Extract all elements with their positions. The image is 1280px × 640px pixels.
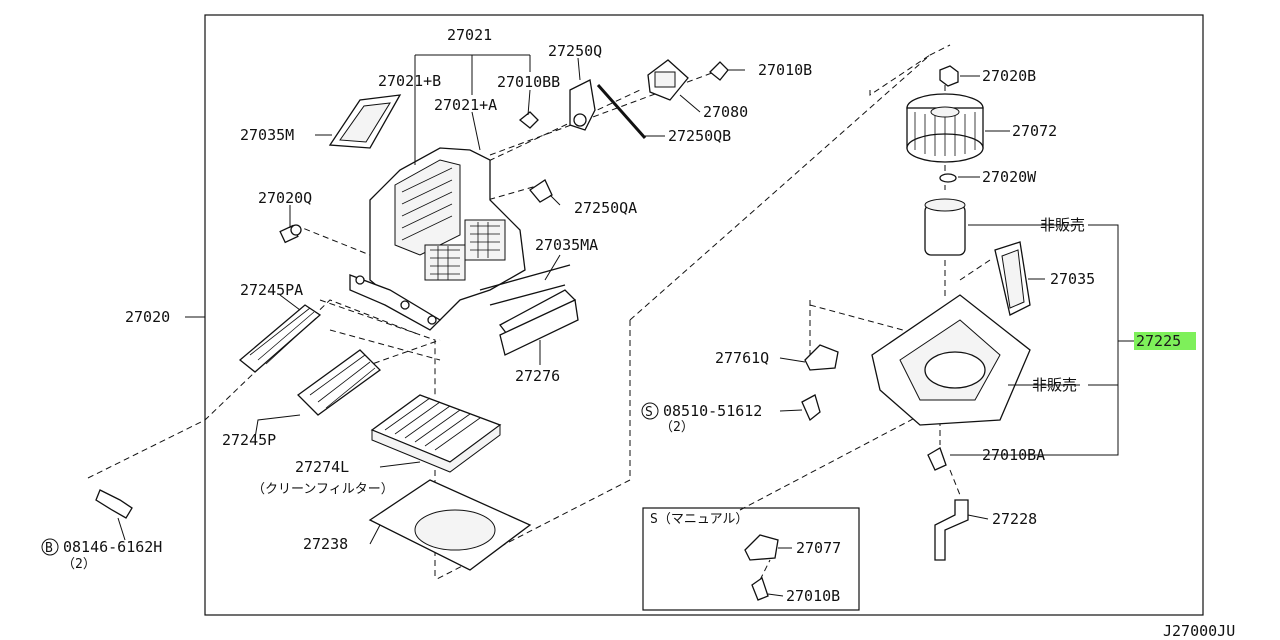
label-08146-qty: （2） xyxy=(62,557,96,572)
label-27035m[interactable]: 27035M xyxy=(240,126,294,144)
screw-27020q-illustration xyxy=(279,224,302,244)
label-27274l[interactable]: 27274L xyxy=(295,458,349,476)
label-27761q[interactable]: 27761Q xyxy=(715,349,769,367)
label-08510-prefix: S xyxy=(645,405,653,420)
label-27020[interactable]: 27020 xyxy=(125,308,170,326)
label-manual-box-title: S（マニュアル） xyxy=(650,512,748,527)
label-27245pa[interactable]: 27245PA xyxy=(240,281,303,299)
label-not-for-sale-1: 非販売 xyxy=(1040,216,1085,234)
rod-27250qb-illustration xyxy=(596,84,647,139)
diagram-frame xyxy=(204,14,1204,616)
blower-motor-illustration xyxy=(924,198,966,256)
label-27010bb[interactable]: 27010BB xyxy=(497,73,560,91)
actuator-27080-illustration xyxy=(647,59,689,101)
label-27035[interactable]: 27035 xyxy=(1050,270,1095,288)
label-27020q[interactable]: 27020Q xyxy=(258,189,312,207)
label-08146[interactable]: 08146-6162H xyxy=(63,538,162,556)
nut-27020b-illustration xyxy=(939,65,959,87)
label-08510-qty: （2） xyxy=(660,420,694,435)
label-27276[interactable]: 27276 xyxy=(515,367,560,385)
seal-27035m-illustration xyxy=(328,94,402,149)
label-27010b-box[interactable]: 27010B xyxy=(786,587,840,605)
tray-27238-illustration xyxy=(368,479,532,571)
label-27250q[interactable]: 27250Q xyxy=(548,42,602,60)
leader-lines xyxy=(117,54,1135,597)
label-27020b[interactable]: 27020B xyxy=(982,67,1036,85)
diagram-code: J27000JU xyxy=(1163,622,1235,640)
hose-27228-illustration xyxy=(934,499,969,561)
label-27077[interactable]: 27077 xyxy=(796,539,841,557)
label-not-for-sale-2: 非販売 xyxy=(1032,376,1077,394)
actuator-27250q-illustration xyxy=(569,79,596,131)
label-27020w[interactable]: 27020W xyxy=(982,168,1037,186)
highlight-27225 xyxy=(1134,332,1196,350)
label-27245p[interactable]: 27245P xyxy=(222,431,276,449)
clean-filter-27274l-illustration xyxy=(370,394,502,473)
label-27250qa[interactable]: 27250QA xyxy=(574,199,637,217)
bolt-08146-illustration xyxy=(95,489,133,519)
screw-27010bb-illustration xyxy=(518,111,539,129)
label-27238[interactable]: 27238 xyxy=(303,535,348,553)
fan-27072-illustration xyxy=(906,93,984,163)
filter-27245p-illustration xyxy=(297,349,381,416)
label-27274l-note: （クリーンフィルター） xyxy=(252,482,394,497)
label-08146-prefix: B xyxy=(45,541,53,556)
label-27072[interactable]: 27072 xyxy=(1012,122,1057,140)
filter-27245pa-illustration xyxy=(238,304,322,373)
screw-27250qa-illustration xyxy=(529,179,553,203)
part-labels: 27021 27021+B 27021+A 27010BB 27250Q 270… xyxy=(41,26,1235,640)
label-27021b[interactable]: 27021+B xyxy=(378,72,441,90)
label-27225[interactable]: 27225 xyxy=(1136,332,1181,350)
label-27035ma[interactable]: 27035MA xyxy=(535,236,598,254)
washer-27020w-illustration xyxy=(939,173,957,183)
manual-box xyxy=(642,507,860,611)
rails-27276-illustration xyxy=(479,264,579,356)
label-27250qb[interactable]: 27250QB xyxy=(668,127,731,145)
screw-08510-illustration xyxy=(801,394,821,422)
label-27021a[interactable]: 27021+A xyxy=(434,96,497,114)
label-27080[interactable]: 27080 xyxy=(703,103,748,121)
label-27021[interactable]: 27021 xyxy=(447,26,492,44)
clip-27761q-illustration xyxy=(804,344,839,371)
label-08510[interactable]: 08510-51612 xyxy=(663,402,762,420)
heater-housing-illustration xyxy=(349,147,526,331)
label-27010ba[interactable]: 27010BA xyxy=(982,446,1045,464)
blower-case-illustration xyxy=(871,294,1031,426)
label-27228[interactable]: 27228 xyxy=(992,510,1037,528)
label-27010b-top[interactable]: 27010B xyxy=(758,61,812,79)
seal-27035-illustration xyxy=(994,241,1031,316)
screw-27010b-top-illustration xyxy=(709,61,729,81)
screw-27010ba-illustration xyxy=(927,447,947,471)
